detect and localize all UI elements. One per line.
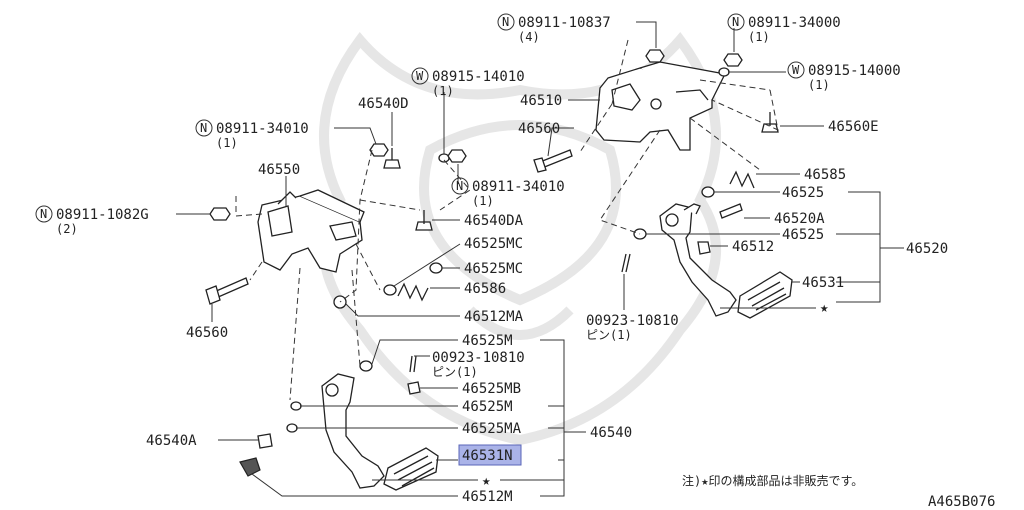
leader-lines <box>176 21 904 497</box>
label-46531n[interactable]: 46531N <box>462 448 513 464</box>
pedal-46520 <box>659 203 793 319</box>
qty-4: (4) <box>518 30 540 44</box>
label-46525mc-a: 46525MC <box>464 236 523 252</box>
label-08911-34010-center: 08911-34010 <box>472 179 565 195</box>
label-46550: 46550 <box>258 162 300 178</box>
part-labels: 08911-10837 (4) 08911-34000 (1) 08915-14… <box>56 15 995 510</box>
qty-1: (1) <box>808 78 830 92</box>
label-46525-a: 46525 <box>782 185 824 201</box>
qty-1: (1) <box>748 30 770 44</box>
label-46510: 46510 <box>520 93 562 109</box>
label-46531: 46531 <box>802 275 844 291</box>
label-46586: 46586 <box>464 281 506 297</box>
label-08911-34000: 08911-34000 <box>748 15 841 31</box>
bracket-46510 <box>595 61 726 151</box>
prefix-n-icon: N <box>732 15 739 29</box>
star-mark: ★ <box>482 473 491 489</box>
label-46525m-a: 46525M <box>462 333 513 349</box>
label-46512ma: 46512MA <box>464 309 524 325</box>
prefix-n-icon: N <box>502 15 509 29</box>
qty-2: (2) <box>56 222 78 236</box>
label-46540a: 46540A <box>146 433 197 449</box>
prefix-w-icon: W <box>416 69 424 83</box>
document-code: A465B076 <box>928 494 995 510</box>
label-46525ma: 46525MA <box>462 421 522 437</box>
label-46525m-b: 46525M <box>462 399 513 415</box>
highlight-46531n <box>458 444 522 466</box>
qty-1: (1) <box>216 136 238 150</box>
label-46560-top: 46560 <box>518 121 560 137</box>
label-08911-10837: 08911-10837 <box>518 15 611 31</box>
footnote: 注)★印の構成部品は非販売です。 <box>682 473 863 488</box>
label-46512m: 46512M <box>462 489 513 505</box>
label-00923-10810-center: 00923-10810 <box>432 350 525 366</box>
prefix-w-icon: W <box>792 63 800 77</box>
label-00923-10810-right: 00923-10810 <box>586 313 679 329</box>
prefix-n-icon: N <box>456 179 463 193</box>
label-46560e: 46560E <box>828 119 879 135</box>
circled-prefixes: N N W W N N N <box>35 13 805 223</box>
qty-1: (1) <box>472 194 494 208</box>
label-46540d: 46540D <box>358 96 409 112</box>
label-46520a: 46520A <box>774 211 825 227</box>
fasteners <box>205 49 779 477</box>
qty-1: (1) <box>432 84 454 98</box>
label-46525mc-b: 46525MC <box>464 261 523 277</box>
pin-qty-right: ピン(1) <box>586 328 632 342</box>
label-46520: 46520 <box>906 241 948 257</box>
label-46512: 46512 <box>732 239 774 255</box>
label-08911-34010-left: 08911-34010 <box>216 121 309 137</box>
bracket-46550 <box>257 189 365 273</box>
pin-qty-center: ピン(1) <box>432 365 478 379</box>
label-08915-14010: 08915-14010 <box>432 69 525 85</box>
star-mark: ★ <box>820 300 829 316</box>
label-46525-b: 46525 <box>782 227 824 243</box>
label-46585: 46585 <box>804 167 846 183</box>
prefix-n-icon: N <box>200 121 207 135</box>
label-46560-bottom: 46560 <box>186 325 228 341</box>
label-08911-1082g: 08911-1082G <box>56 207 149 223</box>
label-08915-14000: 08915-14000 <box>808 63 901 79</box>
label-46540: 46540 <box>590 425 632 441</box>
assembly-lines <box>235 39 779 401</box>
prefix-n-icon: N <box>40 207 47 221</box>
label-46540da: 46540DA <box>464 213 524 229</box>
label-46525mb: 46525MB <box>462 381 521 397</box>
